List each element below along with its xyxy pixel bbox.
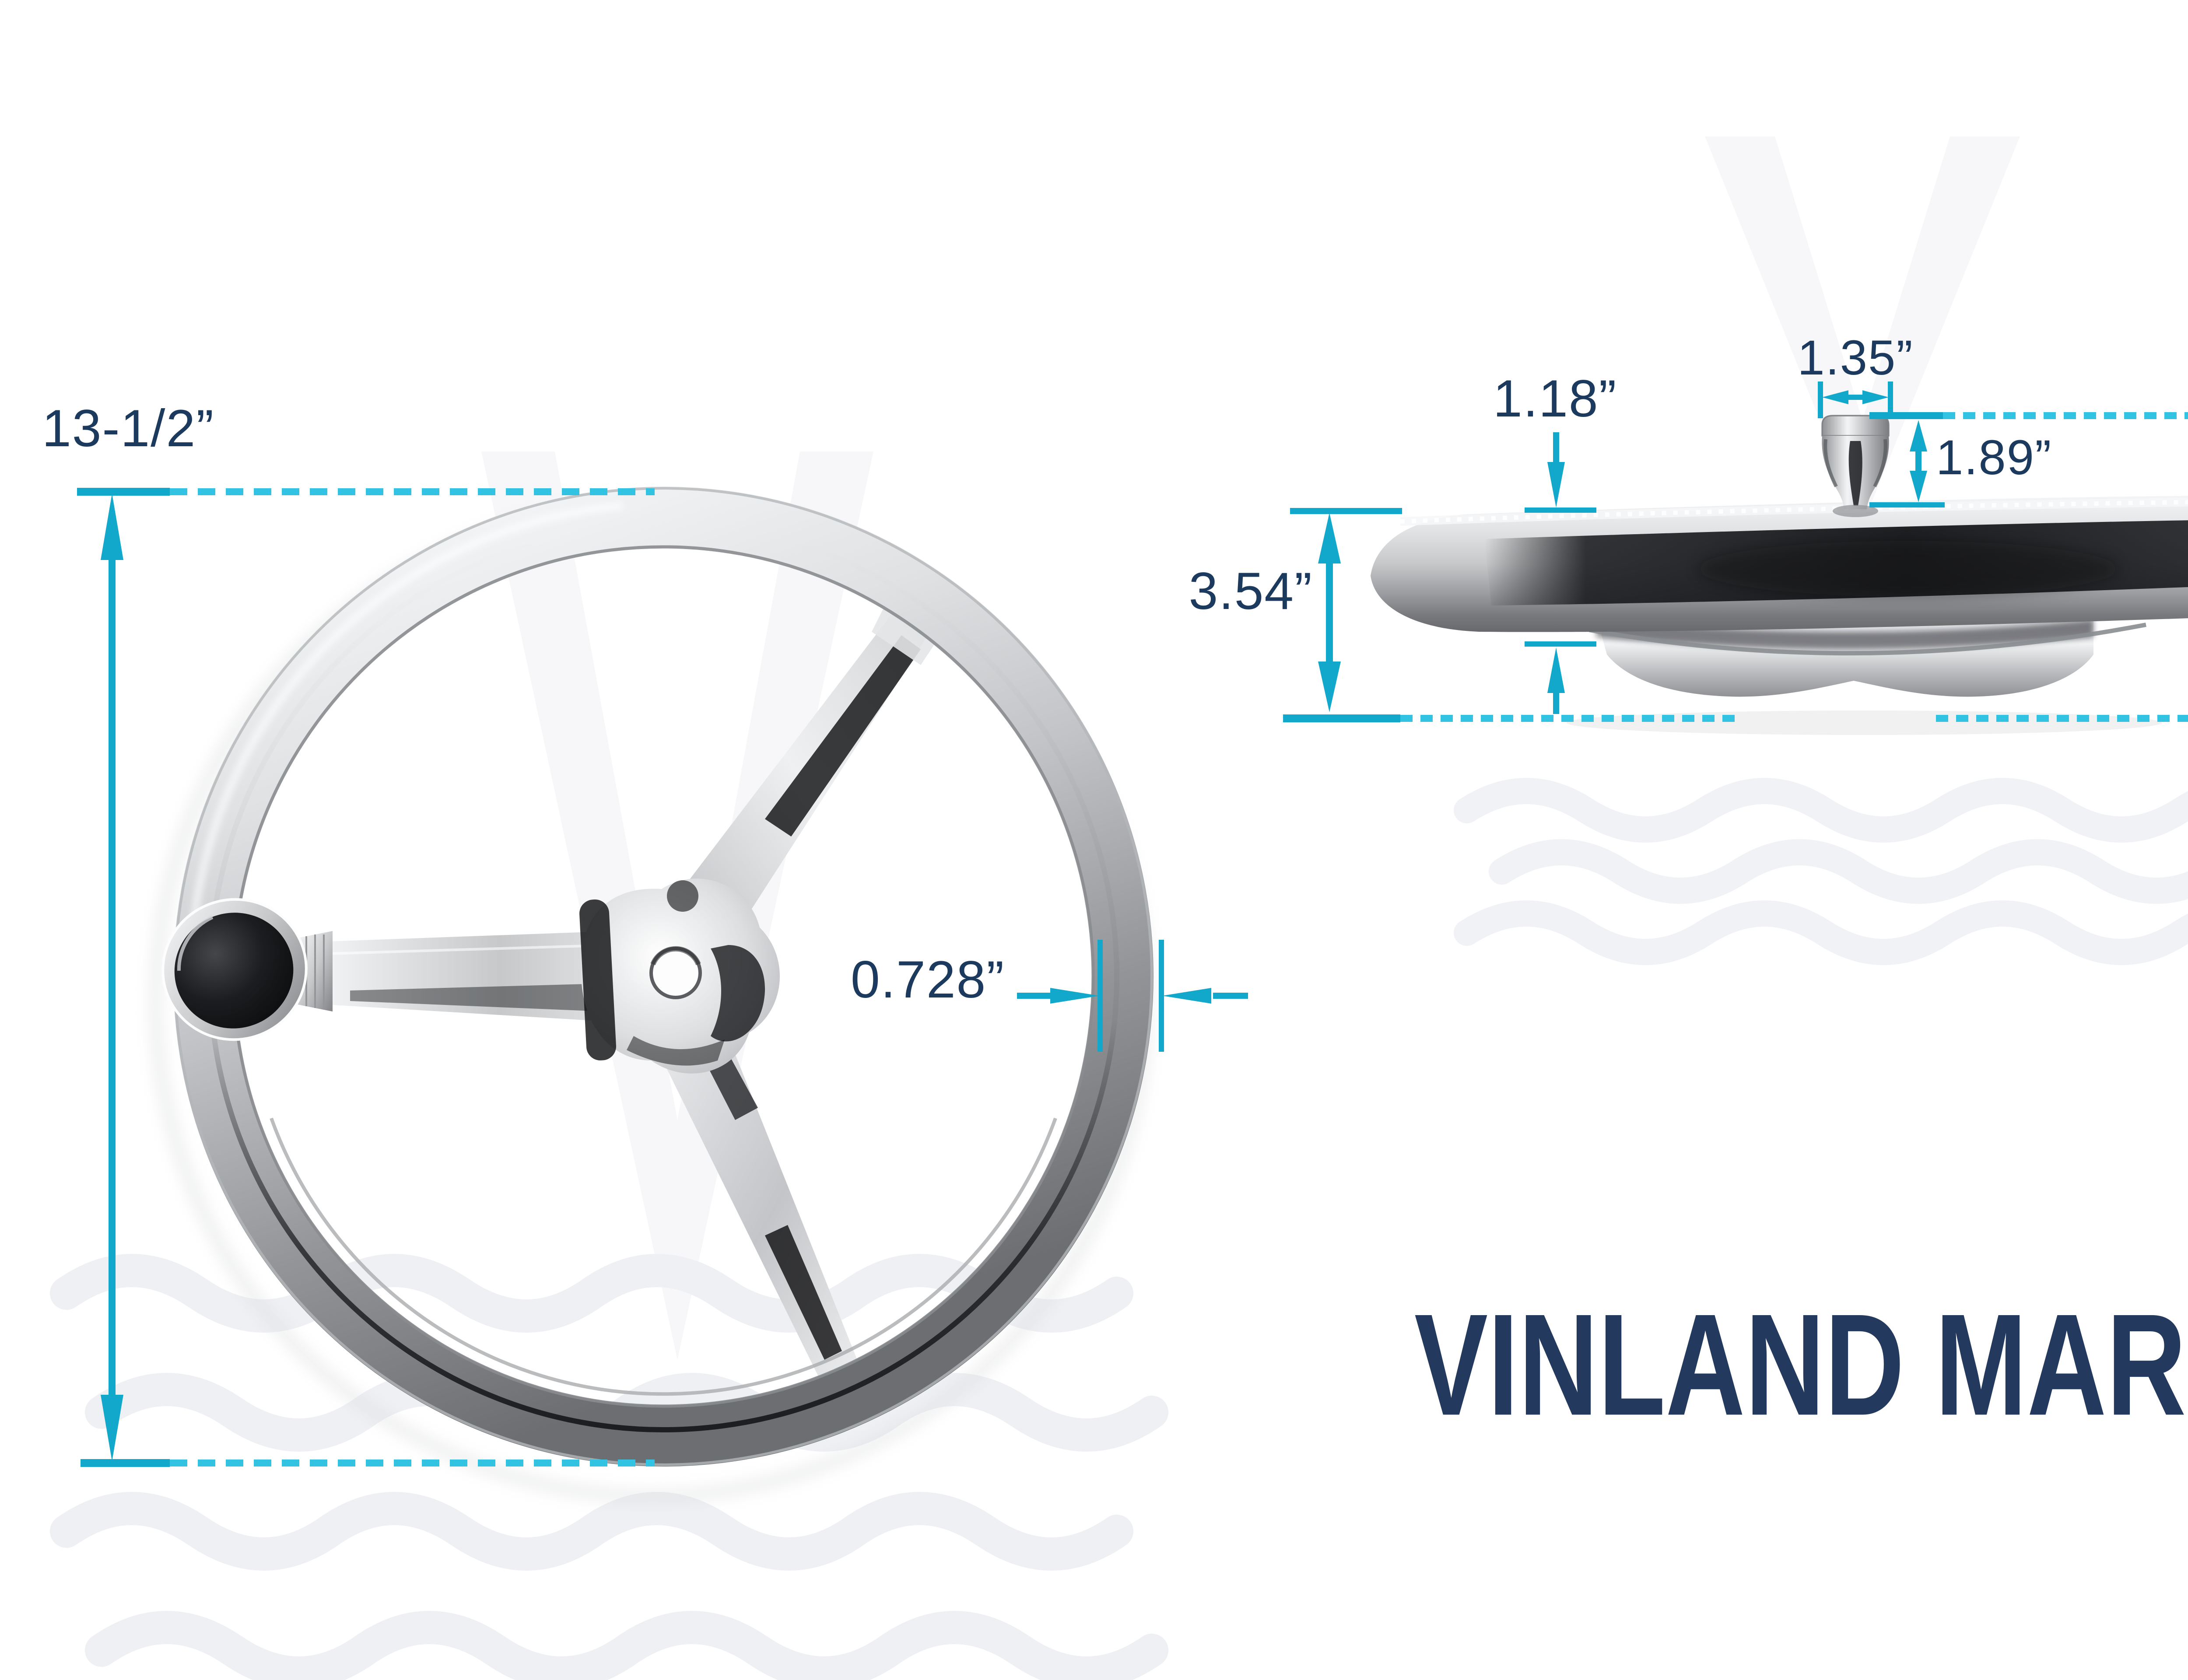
side-view-wheel	[1371, 415, 2188, 735]
wave-icon	[50, 1492, 1133, 1571]
wave-icons-right	[1454, 778, 2188, 965]
rim-thickness-label: 0.728”	[851, 950, 1005, 1009]
hub-reflection	[579, 899, 616, 1060]
arrowhead-right	[1050, 988, 1099, 1004]
side-rim-dark-blob	[1698, 541, 2118, 597]
arrowhead-down	[1910, 471, 1927, 502]
brand-logo-text: VINLAND MARINE	[1414, 1284, 2188, 1446]
wave-icon	[1454, 900, 2188, 965]
spoke-upper-weld	[872, 607, 935, 665]
turning-knob	[161, 898, 333, 1041]
background-watermarks	[50, 136, 2188, 1680]
side-hub-shadow	[1596, 620, 2093, 649]
side-knob-edge	[1823, 439, 1838, 487]
arrowhead-up	[1547, 648, 1565, 693]
arrowhead-up	[101, 494, 123, 560]
dimension-labels: 13-1/2” 0.728” 1.18” 1.35” 1.89” 3.54” 5…	[42, 330, 2052, 1009]
side-soft-shadow	[1567, 710, 2162, 735]
arrowhead-right	[1862, 390, 1889, 404]
brand-logo: VINLAND MARINE	[1414, 1284, 2188, 1446]
dimension-lines	[77, 382, 1945, 1467]
side-knob-reflection	[1848, 441, 1862, 506]
knob-height-label: 1.89”	[1936, 430, 2052, 485]
hub-shade	[627, 1036, 725, 1066]
wave-icons-left	[50, 1254, 1168, 1680]
spoke-left-crease	[325, 944, 617, 955]
arrowhead-down	[1318, 662, 1341, 712]
arrowhead-up	[1910, 420, 1927, 452]
side-knob	[1821, 415, 1890, 517]
arrowhead-down	[101, 1395, 123, 1461]
diameter-label: 13-1/2”	[42, 399, 214, 458]
spoke-left	[326, 931, 616, 1022]
spoke-upper-reflection	[765, 635, 921, 836]
spoke-left-shade	[350, 984, 604, 1012]
spoke-lower-reflection	[765, 1225, 842, 1360]
side-knob-base	[1833, 505, 1878, 517]
knob-face	[174, 913, 294, 1029]
dimension-arrowheads	[101, 390, 1927, 1461]
knob-width-label: 1.35”	[1797, 330, 1913, 385]
spokes	[325, 607, 935, 1377]
arrowhead-left	[1822, 390, 1848, 404]
v-watermark-icon	[1705, 136, 2020, 525]
rim-bottom-double-edge	[270, 1117, 1057, 1396]
rim-offset-label: 1.18”	[1493, 369, 1617, 428]
wave-icon	[50, 1254, 1133, 1333]
wave-icon	[1489, 839, 2188, 904]
front-view-wheel	[149, 486, 1154, 1503]
side-knob-edge	[1873, 439, 1887, 487]
hub-hole-shadow	[650, 946, 701, 966]
wave-icon	[85, 1611, 1168, 1680]
v-watermark-icon	[481, 452, 873, 1360]
hub-reflection	[711, 945, 765, 1042]
wheel-depth-label: 3.54”	[1189, 562, 1313, 620]
side-far-rim-arc	[1589, 623, 2146, 656]
knob-face-highlight	[177, 916, 214, 971]
arrowhead-down	[1547, 462, 1565, 508]
wave-icon	[1454, 778, 2188, 843]
arrowhead-up	[1318, 513, 1341, 564]
hub-reflection	[667, 880, 698, 912]
arrowhead-left	[1162, 988, 1211, 1004]
hub	[579, 878, 780, 1074]
rim-highlight	[186, 501, 623, 1018]
dashed-reference-lines	[170, 412, 2188, 1466]
